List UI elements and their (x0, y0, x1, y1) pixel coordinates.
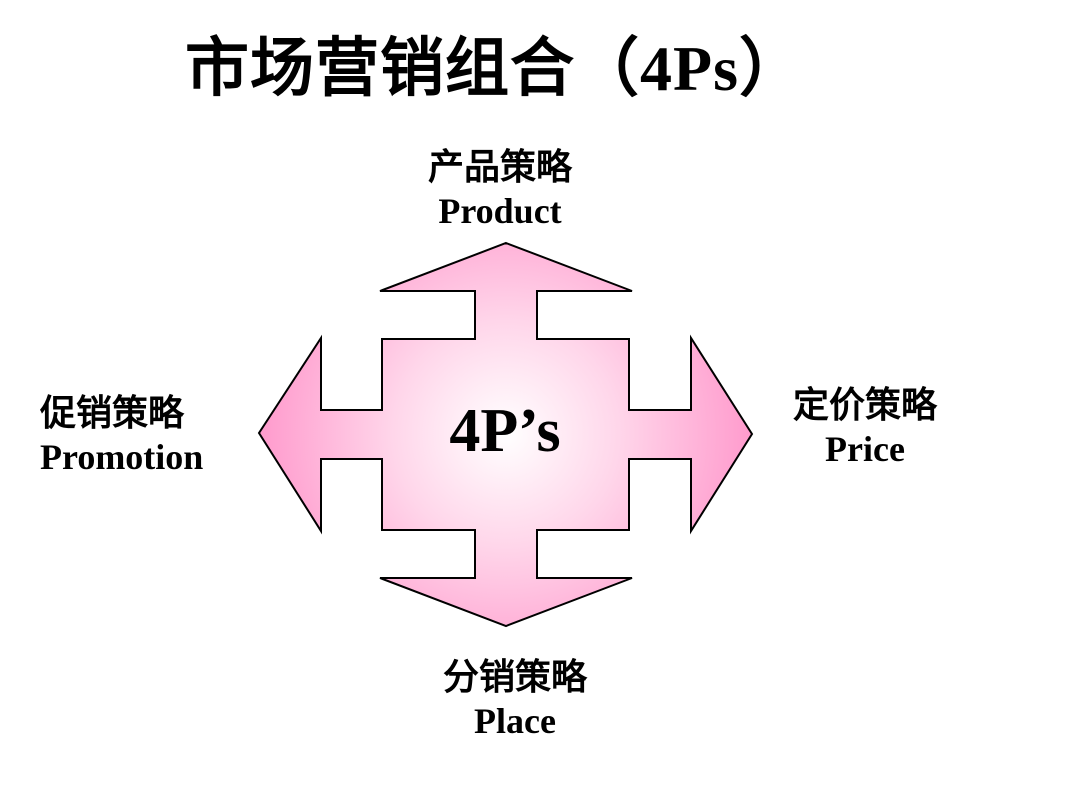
place-strategy-label: 分销策略 Place (420, 656, 610, 744)
promotion-strategy-zh: 促销策略 (40, 393, 185, 433)
price-strategy-label: 定价策略 Price (770, 384, 960, 472)
product-strategy-en: Product (438, 190, 562, 231)
promotion-strategy-en: Promotion (40, 436, 204, 477)
place-strategy-en: Place (474, 700, 556, 741)
price-strategy-zh: 定价策略 (792, 385, 937, 425)
promotion-strategy-label: 促销策略 Promotion (40, 392, 250, 480)
slide-title: 市场营销组合（4Ps） (185, 33, 804, 104)
center-label: 4P’s (449, 397, 561, 465)
product-strategy-label: 产品策略 Product (410, 146, 590, 234)
quad-arrow-shape (257, 241, 754, 628)
product-strategy-zh: 产品策略 (427, 147, 572, 187)
place-strategy-zh: 分销策略 (442, 657, 587, 697)
price-strategy-en: Price (825, 428, 905, 469)
